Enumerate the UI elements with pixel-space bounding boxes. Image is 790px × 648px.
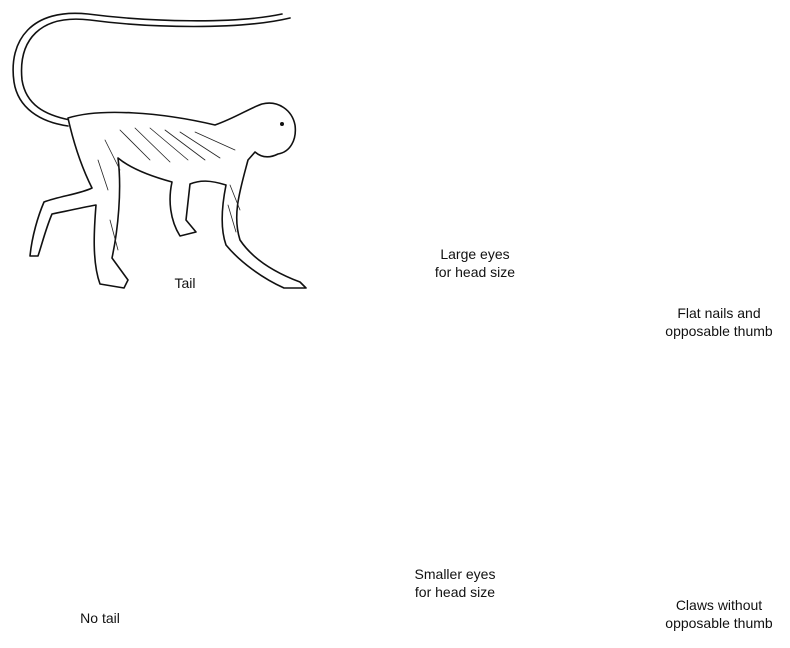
monkey-with-tail-drawing (13, 13, 306, 288)
smaller-eyes-caption: Smaller eyes for head size (380, 565, 530, 601)
no-tail-caption: No tail (60, 609, 140, 627)
flat-nails-caption: Flat nails and opposable thumb (648, 304, 790, 340)
large-eyes-caption: Large eyes for head size (400, 245, 550, 281)
claws-caption: Claws without opposable thumb (648, 596, 790, 632)
tail-caption: Tail (150, 274, 220, 292)
